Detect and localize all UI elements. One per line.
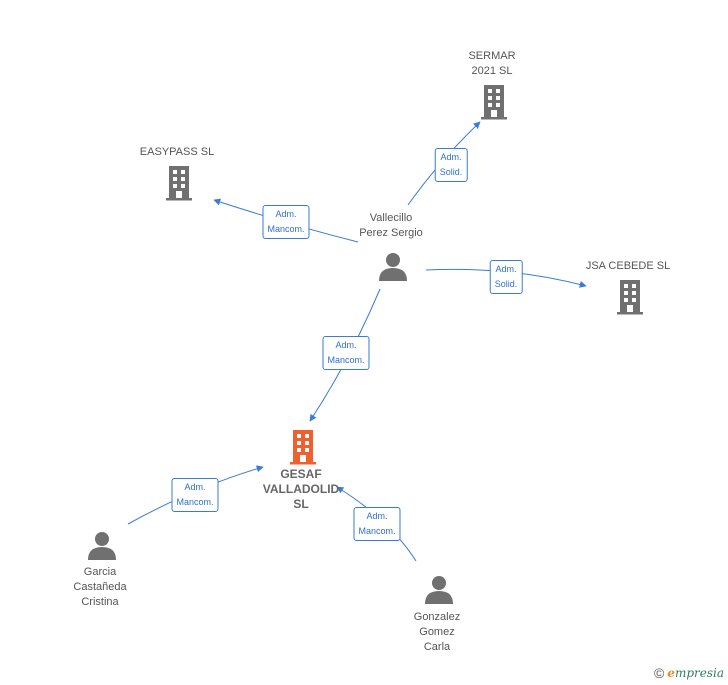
edge-label-gonzalez-gesaf[interactable]: Adm. Mancom. bbox=[353, 507, 401, 541]
node-label-jsa-cebede[interactable]: JSA CEBEDE SL bbox=[585, 260, 671, 272]
node-label-gesaf[interactable]: GESAF VALLADOLID SL bbox=[262, 467, 340, 511]
brand-logo: empresia bbox=[667, 666, 724, 680]
person-icon[interactable] bbox=[87, 530, 117, 560]
node-label-vallecillo[interactable]: Vallecillo Perez Sergio bbox=[359, 212, 423, 239]
node-label-garcia[interactable]: Garcia Castañeda Cristina bbox=[73, 566, 127, 608]
edge-label-garcia-gesaf[interactable]: Adm. Mancom. bbox=[171, 478, 219, 512]
node-label-gonzalez[interactable]: Gonzalez Gomez Carla bbox=[413, 611, 461, 653]
edge-label-vallecillo-easypass[interactable]: Adm. Mancom. bbox=[262, 205, 310, 239]
person-icon[interactable] bbox=[378, 251, 408, 281]
node-label-sermar[interactable]: SERMAR 2021 SL bbox=[468, 50, 516, 77]
building-icon[interactable] bbox=[163, 165, 195, 201]
building-icon[interactable] bbox=[478, 84, 510, 120]
edge-label-vallecillo-gesaf[interactable]: Adm. Mancom. bbox=[322, 336, 370, 370]
node-label-easypass[interactable]: EASYPASS SL bbox=[139, 146, 215, 158]
building-icon-main[interactable] bbox=[287, 429, 319, 465]
brand-watermark: © empresia bbox=[654, 665, 724, 681]
building-icon[interactable] bbox=[614, 279, 646, 315]
edge-label-vallecillo-jsa[interactable]: Adm. Solid. bbox=[489, 260, 523, 294]
copyright-icon: © bbox=[653, 665, 665, 681]
edge-label-vallecillo-sermar[interactable]: Adm. Solid. bbox=[434, 148, 468, 182]
person-icon[interactable] bbox=[424, 574, 454, 604]
